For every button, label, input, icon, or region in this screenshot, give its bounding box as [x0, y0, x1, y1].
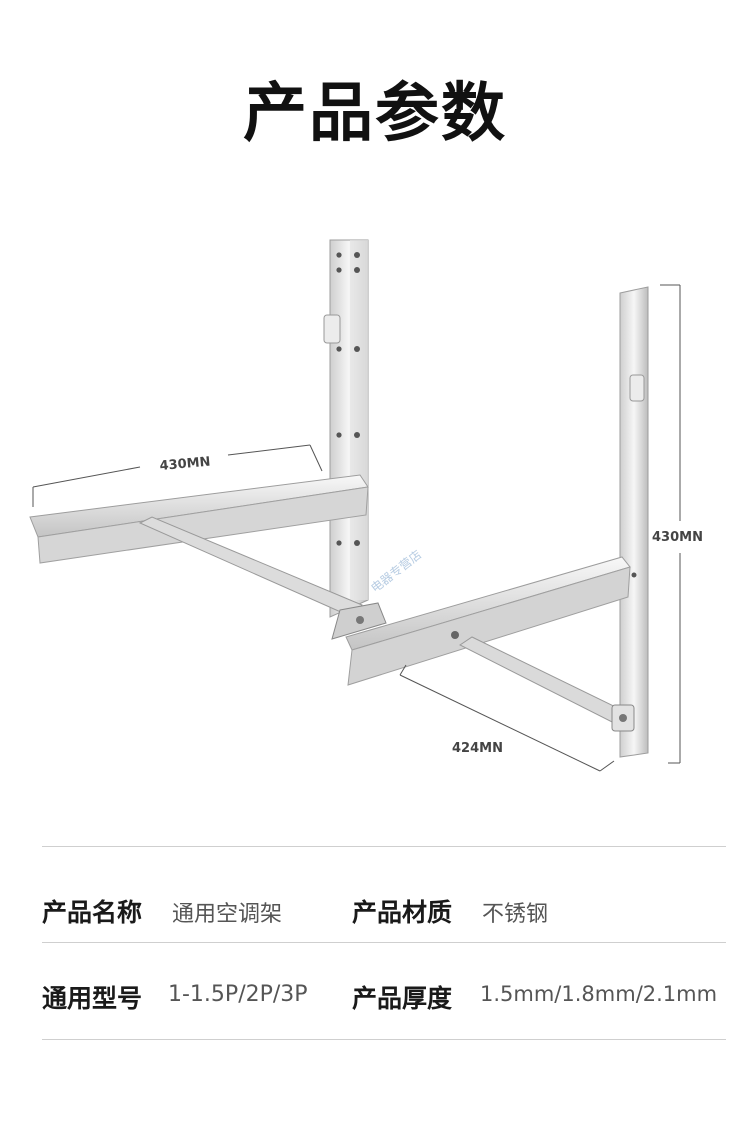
spec-label-model: 通用型号: [42, 984, 143, 1013]
spec-value-material: 不锈钢: [482, 902, 549, 927]
right-bracket: [345, 286, 649, 758]
spec-divider-middle: [42, 942, 726, 943]
left-bracket: [29, 239, 387, 640]
spec-value-thickness: 1.5mm/1.8mm/2.1mm: [480, 982, 718, 1006]
watermark: 电器专营店: [368, 547, 425, 596]
spec-value-model: 1-1.5P/2P/3P: [168, 982, 308, 1007]
spec-divider-top: [42, 846, 726, 847]
spec-label-thickness: 产品厚度: [352, 984, 453, 1013]
spec-value-product-name: 通用空调架: [172, 902, 283, 927]
dimension-lines: [32, 284, 681, 772]
right-height-dimension: 430MN: [652, 530, 703, 545]
spec-divider-bottom: [42, 1039, 726, 1040]
spec-label-material: 产品材质: [352, 898, 453, 927]
left-arm-dimension: 430MN: [159, 455, 211, 474]
right-arm-dimension: 424MN: [452, 741, 503, 756]
page-title: 产品参数: [243, 77, 507, 151]
spec-label-product-name: 产品名称: [42, 898, 143, 927]
product-image: 430MN 430MN 424MN 电器专营店: [0, 225, 750, 795]
